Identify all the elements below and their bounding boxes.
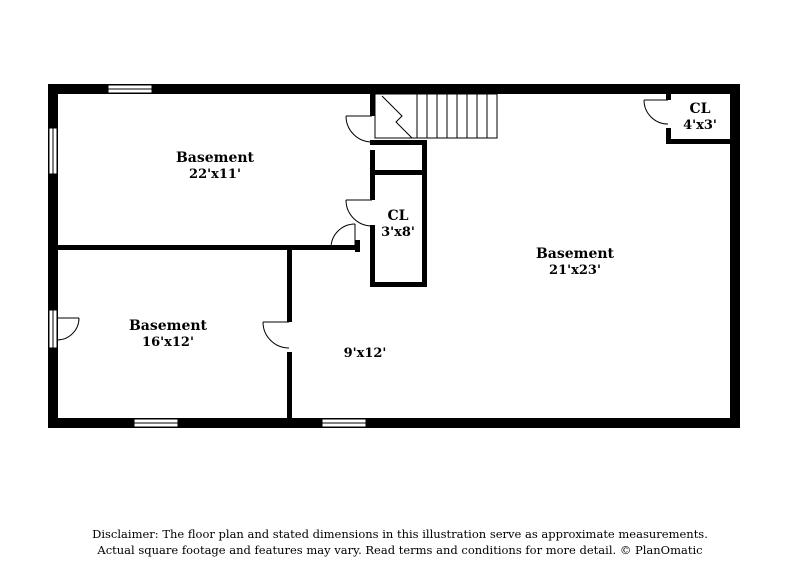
wall-stair-bottom [370,140,427,145]
door-closet-center [345,199,373,227]
windows [48,84,367,428]
door-closet-ne [643,99,669,125]
wall-vertical-mid-lower [287,352,292,418]
wall-closet-bottom [370,282,427,287]
staircase [374,93,498,139]
stair-outline [374,93,498,139]
room-name-basement-nw: Basement [176,150,255,166]
wall-stair-right [422,140,427,286]
wall-closet-left [370,225,375,286]
wall-closet-ne-left-lower [666,128,671,144]
door-exterior-west [56,317,80,341]
interior-walls [58,94,730,418]
room-dims-mid-area: 9'x12' [344,346,387,361]
wall-closet-top [370,170,427,175]
disclaimer-line-2: Actual square footage and features may v… [97,543,703,557]
door-jamb-post [355,240,360,252]
disclaimer-line-1: Disclaimer: The floor plan and stated di… [92,527,708,541]
wall-horizontal-west [58,245,360,250]
door-west-basement [330,223,356,249]
wall-closet-ne-bottom [666,139,730,144]
floor-plan: Basement 22'x11' Basement 16'x12' Baseme… [48,84,740,428]
stair-direction-arrow [381,95,413,139]
disclaimer: Disclaimer: The floor plan and stated di… [0,526,800,558]
wall-stair-left [370,94,375,116]
room-name-closet-ne: CL [690,101,711,117]
room-name-closet-center: CL [388,208,409,224]
exterior-walls [48,84,740,428]
wall-bottom [48,418,740,428]
wall-left [48,84,58,428]
room-name-basement-sw: Basement [129,318,208,334]
room-dims-closet-ne: 4'x3' [683,118,717,133]
room-dims-basement-sw: 16'x12' [142,335,194,350]
door-stair-hall [345,115,373,143]
room-name-basement-main: Basement [536,246,615,262]
room-dims-closet-center: 3'x8' [381,225,415,240]
wall-closet-ne-left [666,94,671,100]
wall-vertical-mid [287,250,292,322]
room-dims-basement-main: 21'x23' [549,263,601,278]
room-dims-basement-nw: 22'x11' [189,167,241,182]
wall-right [730,84,740,428]
wall-top [48,84,740,94]
room-labels: Basement 22'x11' Basement 16'x12' Baseme… [129,101,717,361]
doors [56,99,669,349]
door-sw-basement [262,321,290,349]
